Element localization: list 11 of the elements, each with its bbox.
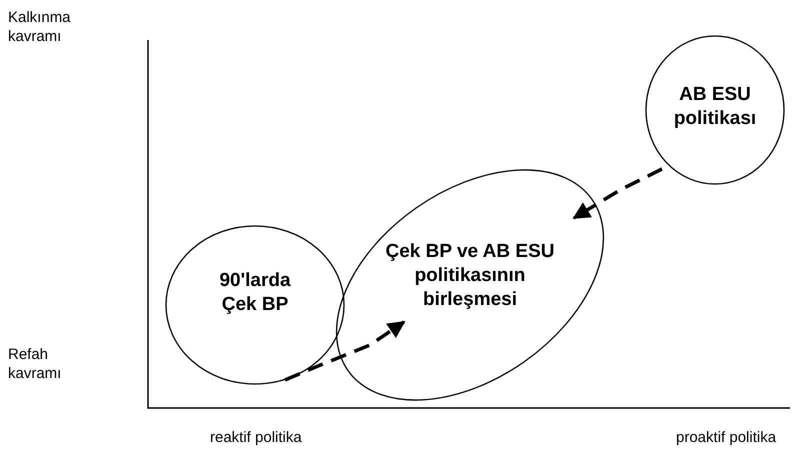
axis-label: proaktif politika bbox=[676, 428, 776, 447]
ellipse-label: 90'larda Çek BP bbox=[218, 269, 292, 317]
axis-label: reaktif politika bbox=[210, 428, 302, 447]
ellipse-label: Çek BP ve AB ESU politikasının birleşmesi bbox=[385, 240, 555, 312]
ellipse-label: AB ESU politikası bbox=[672, 83, 758, 131]
dashed-arrow bbox=[284, 320, 406, 382]
concept-ellipse bbox=[165, 225, 345, 385]
axis-label: Kalkınma kavramı bbox=[8, 8, 72, 46]
dashed-arrow bbox=[572, 167, 663, 220]
concept-ellipse bbox=[645, 35, 785, 185]
axis-label: Refah kavramı bbox=[8, 345, 62, 383]
